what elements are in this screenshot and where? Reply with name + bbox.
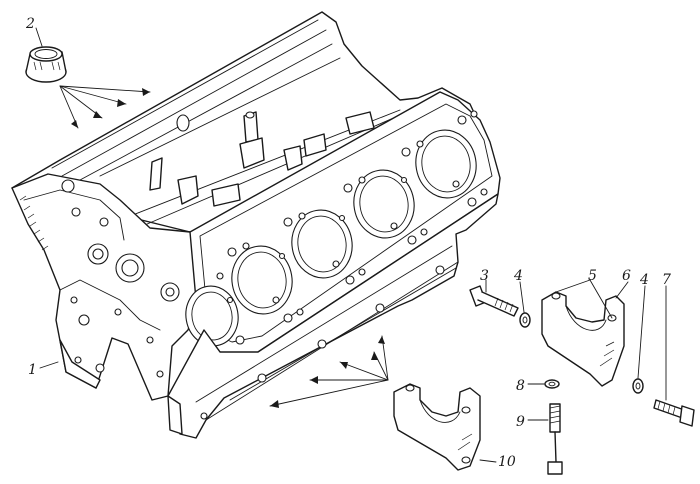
- callout-6: 6: [622, 268, 631, 284]
- washer-part-8: [544, 379, 560, 389]
- callout-labels: 1 2 3 4 5 6 4 7 8 9 10: [25, 16, 671, 470]
- callout-7: 7: [662, 272, 671, 288]
- callout-8: 8: [516, 378, 525, 394]
- washer-part-4a: [519, 312, 531, 328]
- callout-10: 10: [498, 454, 516, 470]
- callout-9: 9: [516, 414, 525, 430]
- cylinder-bores: [185, 129, 477, 347]
- valley-bosses: [149, 111, 375, 251]
- bearing-cap-part-10: [393, 383, 481, 471]
- arrows-cap: [269, 335, 389, 408]
- bearing-cap-part-5-6: [541, 291, 625, 387]
- bolt-part-3: [469, 285, 519, 317]
- washer-part-4b: [632, 378, 644, 394]
- cylinder-block: [11, 11, 501, 439]
- deck-bolt-holes: [216, 110, 488, 345]
- bushing-part: [25, 46, 67, 83]
- arrows-part2: [59, 85, 151, 129]
- leader-lines: [35, 27, 667, 463]
- callout-1: 1: [28, 362, 37, 378]
- callout-2: 2: [25, 16, 35, 32]
- callout-3: 3: [480, 268, 489, 284]
- bolt-part-7: [653, 399, 695, 427]
- callout-5: 5: [588, 268, 597, 284]
- callout-4-right: 4: [639, 272, 649, 288]
- callout-4-left: 4: [513, 268, 523, 284]
- stud-part-9: [547, 403, 563, 475]
